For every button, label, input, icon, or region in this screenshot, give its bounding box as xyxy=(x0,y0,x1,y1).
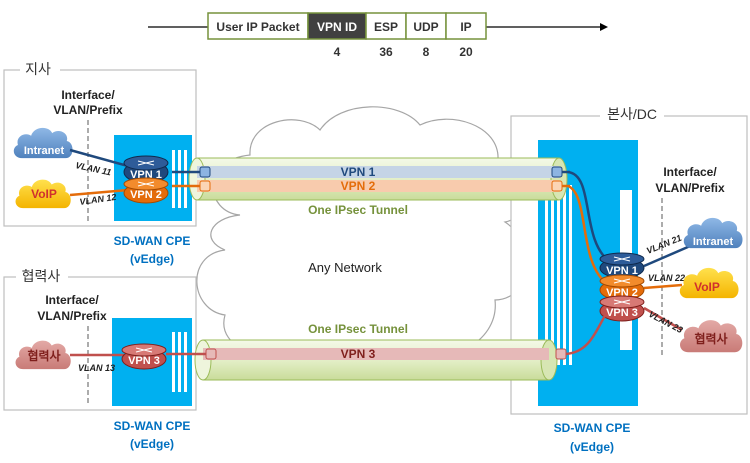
vlan-line xyxy=(643,283,683,290)
tunnel-vpn-label: VPN 2 xyxy=(341,179,376,193)
packet-field-label: User IP Packet xyxy=(216,20,299,34)
vpn-label: VPN 2 xyxy=(130,189,162,201)
cloud-voip: VoIP xyxy=(15,179,71,209)
cpe-label: (vEdge) xyxy=(130,437,174,451)
vpn1-link xyxy=(567,170,611,264)
packet-size: 20 xyxy=(459,45,473,59)
vpn-label: VPN 1 xyxy=(606,265,638,277)
cpe-label: SD-WAN CPE xyxy=(114,419,191,433)
tunnel-vpn-label: VPN 1 xyxy=(341,165,376,179)
cloud-voip: VoIP xyxy=(679,267,739,299)
packet-field-esp xyxy=(365,12,407,40)
cloud-label: 협력사 xyxy=(27,348,60,363)
interface-label: Interface/ xyxy=(663,165,717,179)
partner-site: 협력사 Interface/ VLAN/Prefix 협력사 VLAN 13 V… xyxy=(3,266,197,451)
branch-title: 지사 xyxy=(25,61,51,77)
cloud-label: VoIP xyxy=(31,187,57,201)
interface-label: VLAN/Prefix xyxy=(37,309,107,323)
hq-site: 본사/DC Interface/ VLAN/Prefix VLAN 21 VLA… xyxy=(510,104,748,454)
packet-size: 36 xyxy=(379,45,393,59)
tunnel-lane-vpn1 xyxy=(197,166,559,178)
router-vpn2: VPN 2 xyxy=(123,177,169,204)
router-vpn1: VPN 1 xyxy=(123,155,169,184)
packet-size: 8 xyxy=(423,45,430,59)
tunnel-label: One IPsec Tunnel xyxy=(308,203,408,217)
cpe-label: SD-WAN CPE xyxy=(114,234,191,248)
interface-label: Interface/ xyxy=(61,88,115,102)
vlan-label: VLAN 13 xyxy=(78,363,115,373)
packet-field-label: VPN ID xyxy=(317,20,357,34)
branch-site: 지사 Interface/ VLAN/Prefix Intranet VoIP … xyxy=(3,60,197,266)
cloud-label: Intranet xyxy=(693,236,734,248)
packet-field-label: ESP xyxy=(374,20,398,34)
cpe-label: (vEdge) xyxy=(570,440,614,454)
interface-label: Interface/ xyxy=(45,293,99,307)
ipsec-tunnel-top: VPN 1 VPN 2 One IPsec Tunnel xyxy=(172,157,570,217)
tunnel-lane-vpn2 xyxy=(197,180,559,192)
packet-arrow-head xyxy=(600,23,608,31)
vlan-line xyxy=(69,148,129,168)
cpe-label: (vEdge) xyxy=(130,252,174,266)
cloud-label: 협력사 xyxy=(694,331,727,346)
interface-label: VLAN/Prefix xyxy=(655,181,725,195)
interface-label: VLAN/Prefix xyxy=(53,103,123,117)
packet-field-label: IP xyxy=(460,20,471,34)
vpn2-link xyxy=(567,184,609,286)
vlan-line xyxy=(643,306,683,332)
cloud-partner: 협력사 xyxy=(15,340,71,370)
cloud-label: Intranet xyxy=(24,145,65,157)
vlan-label: VLAN 22 xyxy=(648,273,685,283)
partner-title: 협력사 xyxy=(22,268,61,284)
hq-title: 본사/DC xyxy=(607,106,657,122)
packet-field-label: UDP xyxy=(413,20,438,34)
tunnel-vpn-label: VPN 3 xyxy=(341,347,376,361)
vpn-label: VPN 3 xyxy=(128,355,160,367)
ipsec-tunnel-bottom: VPN 3 One IPsec Tunnel xyxy=(166,313,608,381)
vlan-line xyxy=(69,188,129,197)
cpe-label: SD-WAN CPE xyxy=(554,421,631,435)
tunnel-lane-vpn3 xyxy=(203,348,549,360)
cpe-port-stripes xyxy=(172,332,187,392)
packet-header: User IP Packet VPN ID ESP UDP IP 4 36 8 … xyxy=(148,12,608,59)
cloud-intranet: Intranet xyxy=(683,217,743,249)
router-vpn1: VPN 1 xyxy=(599,252,645,279)
packet-field-ip xyxy=(445,12,487,40)
packet-size: 4 xyxy=(334,45,341,59)
cloud-intranet: Intranet xyxy=(13,127,73,159)
tunnel-label: One IPsec Tunnel xyxy=(308,322,408,336)
router-vpn3: VPN 3 xyxy=(121,343,167,370)
any-network-label: Any Network xyxy=(308,260,382,275)
router-vpn3: VPN 3 xyxy=(599,295,645,322)
vpn-label: VPN 3 xyxy=(606,307,638,319)
cloud-partner: 협력사 xyxy=(680,320,743,353)
packet-field-vpn-id xyxy=(307,12,367,40)
cloud-label: VoIP xyxy=(694,280,720,294)
cpe-port-stripes xyxy=(172,150,187,208)
